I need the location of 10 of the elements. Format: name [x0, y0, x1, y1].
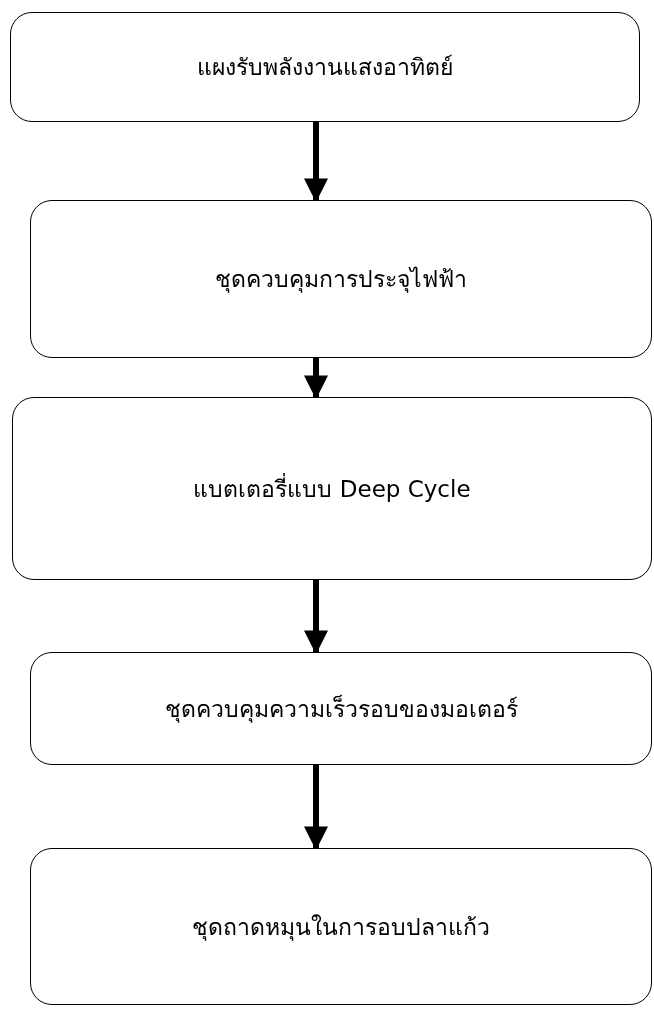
process-box [30, 848, 652, 1005]
process-box [30, 652, 652, 765]
box-label: แผงรับพลังงานแสงอาทิตย์ [197, 53, 453, 82]
process-box [30, 200, 652, 358]
box-label: ชุดควบคุมการประจุไฟฟ้า [215, 265, 467, 295]
process-box [10, 12, 640, 122]
box-label: แบตเตอรี่แบบ Deep Cycle [193, 472, 471, 504]
box-label: ชุดถาดหมุนในการอบปลาแก้ว [192, 912, 490, 943]
box-label: ชุดควบคุมความเร็วรอบของมอเตอร์ [164, 693, 518, 725]
process-box [12, 397, 652, 580]
